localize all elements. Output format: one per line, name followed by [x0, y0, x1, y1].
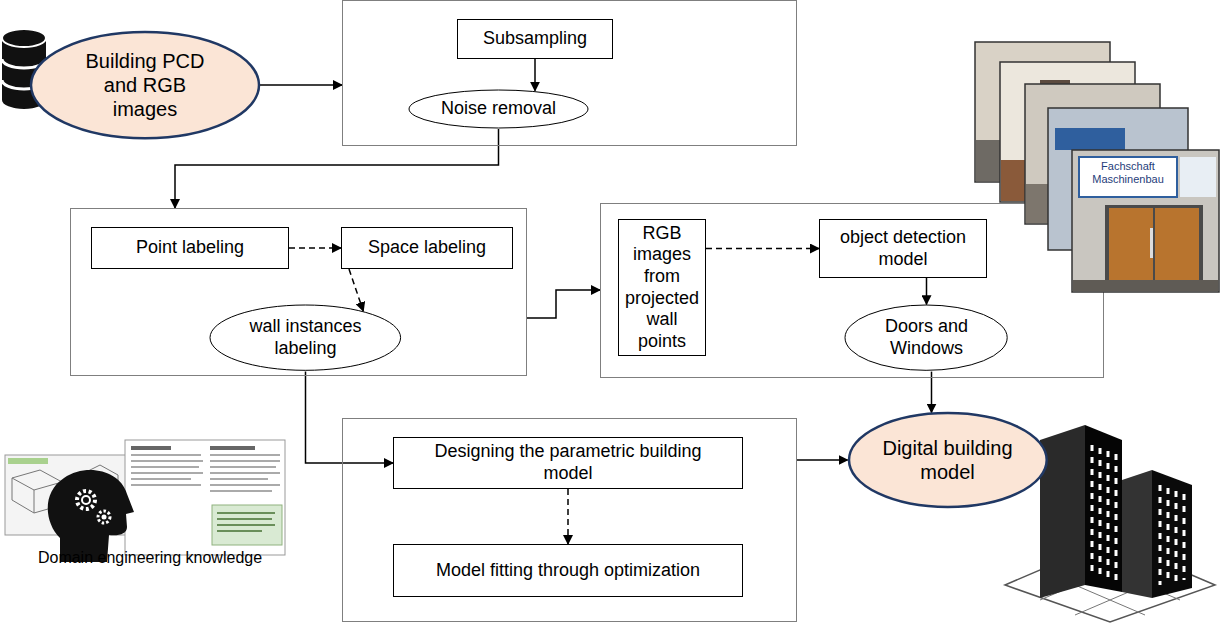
sign-text: Fachschaft Maschinenbau — [1081, 160, 1175, 186]
stage-panel: Point labeling Space labeling wall instanc… — [70, 208, 527, 376]
flow-arrow — [527, 290, 600, 318]
flow-arrow — [926, 278, 928, 304]
process-box: Point labeling — [91, 227, 289, 269]
flow-arrow — [706, 248, 819, 250]
node-label: Designing the parametric building model — [423, 441, 713, 484]
process-box: RGB images from projected wall points — [618, 219, 706, 357]
photo — [1048, 108, 1188, 250]
ellipse-shape — [409, 90, 588, 128]
node-label: Model fitting through optimization — [436, 560, 700, 582]
flow-arrow — [349, 269, 363, 311]
ellipse-shape — [31, 32, 259, 138]
flow-arrow — [797, 459, 848, 461]
flow-arrow — [567, 489, 569, 544]
node-label: object detection model — [825, 227, 981, 270]
data-ellipse: Digital building model — [848, 412, 1048, 508]
document-illustration — [5, 440, 285, 555]
node-label: Building PCD and RGB images — [70, 49, 220, 121]
photo — [1072, 150, 1219, 292]
photo — [975, 42, 1110, 182]
result-ellipse: Doors and Windows — [844, 304, 1008, 371]
ellipse-outline — [848, 412, 1048, 508]
ellipse-shape — [210, 305, 401, 370]
head-icon — [48, 470, 134, 562]
result-ellipse: Noise removal — [408, 89, 589, 129]
node-label: Subsampling — [483, 28, 587, 50]
stage-panel: RGB images from projected wall points obj… — [600, 203, 1104, 378]
node-label: Point labeling — [136, 237, 244, 259]
flow-arrow — [289, 247, 341, 249]
node-label: Noise removal — [441, 98, 556, 120]
stage-panel: SubsamplingNoise removal — [342, 0, 797, 146]
result-ellipse: wall instances labeling — [209, 304, 402, 371]
stage-panel: Designing the parametric building modelM… — [342, 418, 797, 622]
node-label: RGB images from projected wall points — [624, 223, 700, 353]
data-ellipse: Building PCD and RGB images — [30, 31, 260, 139]
node-label: wall instances labeling — [240, 316, 370, 359]
process-box: Model fitting through optimization — [393, 544, 743, 597]
process-box: Subsampling — [457, 19, 613, 59]
flow-arrow — [534, 59, 536, 91]
node-label: Doors and Windows — [871, 316, 981, 359]
node-label: Digital building model — [880, 436, 1015, 484]
process-box: Space labeling — [341, 227, 513, 269]
node-label: Space labeling — [368, 237, 486, 259]
ellipse-shape — [845, 305, 1007, 370]
process-box: Designing the parametric building model — [393, 437, 743, 489]
flow-arrow — [175, 129, 499, 208]
flow-arrow — [260, 84, 342, 86]
caption-label: Domain engineering knowledge — [2, 548, 298, 567]
ellipse-shape — [849, 413, 1047, 507]
process-box: object detection model — [819, 219, 987, 278]
